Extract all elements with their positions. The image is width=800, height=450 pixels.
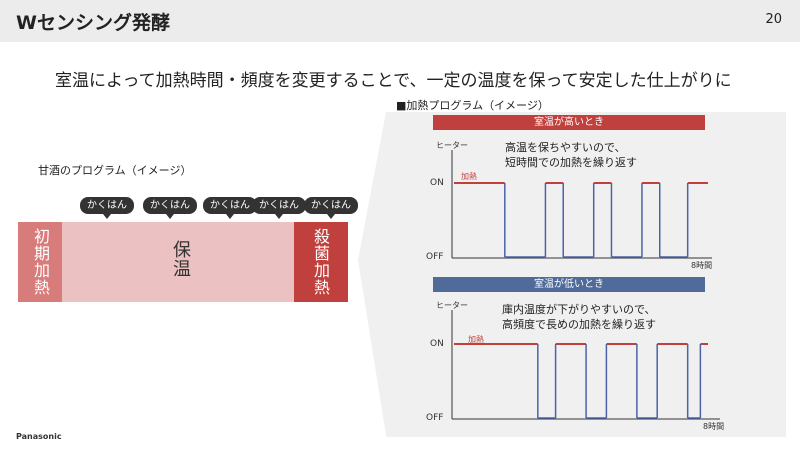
segment-initial-label: 初期加熱 xyxy=(31,228,50,296)
stir-bubble-1: かくはん xyxy=(80,197,134,219)
note-low-line2: 高頻度で長めの加熱を繰り返す xyxy=(502,318,656,331)
note-high-line1: 高温を保ちやすいので、 xyxy=(505,141,626,154)
slide-header: Wセンシング発酵 20 xyxy=(0,0,800,42)
brand-logo-text: Panasonic xyxy=(16,432,62,441)
segment-sterilize-label: 殺菌加熱 xyxy=(311,228,330,296)
time-label-high: 8時間 xyxy=(691,261,713,270)
note-high: 高温を保ちやすいので、 短時間での加熱を繰り返す xyxy=(505,140,637,170)
stir-bubble-2: かくはん xyxy=(143,197,197,219)
banner-high-temp: 室温が高いとき xyxy=(433,115,705,130)
segment-initial-heating: 初期加熱 xyxy=(18,222,62,302)
note-low: 庫内温度が下がりやすいので、 高頻度で長めの加熱を繰り返す xyxy=(502,302,656,332)
wave-high xyxy=(454,182,708,258)
off-label-high: OFF xyxy=(426,252,444,262)
segment-keep-label: 保温 xyxy=(170,240,191,278)
headline: 室温によって加熱時間・頻度を変更することで、一定の温度を保って安定した仕上がりに xyxy=(55,71,732,91)
stir-bubble-3: かくはん xyxy=(203,197,257,219)
stir-bubble-5: かくはん xyxy=(304,197,358,219)
slide-title: Wセンシング発酵 xyxy=(16,12,170,34)
note-low-line1: 庫内温度が下がりやすいので、 xyxy=(502,303,656,316)
heating-panel-title: ■加熱プログラム（イメージ） xyxy=(396,99,549,112)
note-high-line2: 短時間での加熱を繰り返す xyxy=(505,156,637,169)
off-label-low: OFF xyxy=(426,413,444,423)
expand-arrow-shape xyxy=(358,112,386,435)
axis-label-high: ヒーター xyxy=(436,141,468,150)
axis-label-low: ヒーター xyxy=(436,301,468,310)
heat-label-high: 加熱 xyxy=(461,172,477,181)
stir-bubble-4: かくはん xyxy=(252,197,306,219)
segment-sterilize: 殺菌加熱 xyxy=(294,222,348,302)
program-title: 甘酒のプログラム（イメージ） xyxy=(38,164,192,177)
on-label-high: ON xyxy=(430,178,444,188)
banner-low-temp: 室温が低いとき xyxy=(433,277,705,292)
time-label-low: 8時間 xyxy=(703,422,725,431)
heat-label-low: 加熱 xyxy=(468,335,484,344)
segment-keep-warm: 保温 xyxy=(62,222,294,302)
page-number: 20 xyxy=(765,12,782,27)
on-label-low: ON xyxy=(430,339,444,349)
wave-low xyxy=(454,343,708,419)
